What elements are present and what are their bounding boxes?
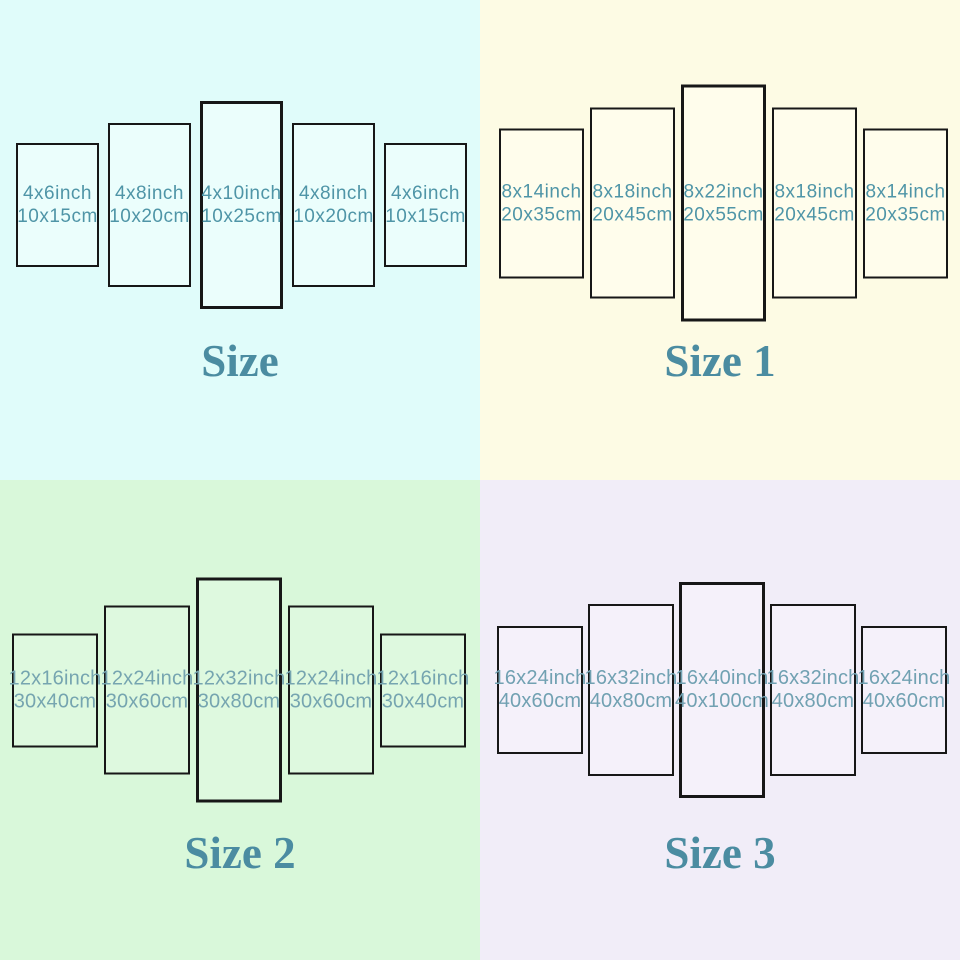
- panel-size-label: 12x24inch 30x60cm: [101, 667, 194, 713]
- panel-row: 4x6inch 10x15cm 4x8inch 10x20cm 4x10inch…: [16, 101, 467, 309]
- cm-size: 30x60cm: [105, 690, 189, 712]
- cm-size: 20x35cm: [501, 204, 582, 225]
- inch-size: 8x22inch: [683, 181, 764, 202]
- panel-size-label: 4x6inch 10x15cm: [385, 182, 466, 228]
- inch-size: 16x32inch: [766, 667, 860, 689]
- quadrant-size: 4x6inch 10x15cm 4x8inch 10x20cm 4x10inch…: [0, 0, 480, 480]
- panel-size-label: 12x24inch 30x60cm: [285, 667, 378, 713]
- size-group-title: Size 1: [664, 336, 776, 386]
- canvas-panel: 8x22inch 20x55cm: [681, 84, 766, 322]
- size-group-title: Size: [201, 336, 279, 386]
- inch-size: 16x40inch: [675, 667, 769, 689]
- panel-size-label: 8x14inch 20x35cm: [501, 180, 582, 226]
- cm-size: 10x20cm: [109, 206, 190, 227]
- canvas-panel: 12x16inch 30x40cm: [9, 633, 101, 747]
- cm-size: 30x60cm: [289, 690, 373, 712]
- inch-size: 16x24inch: [857, 667, 951, 689]
- canvas-panel: 4x6inch 10x15cm: [16, 143, 99, 267]
- cm-size: 40x80cm: [771, 690, 855, 712]
- canvas-panel: 16x32inch 40x80cm: [767, 604, 859, 776]
- inch-size: 12x24inch: [284, 667, 378, 689]
- inch-size: 12x32inch: [192, 667, 286, 689]
- cm-size: 10x15cm: [385, 206, 466, 227]
- panel-size-label: 8x22inch 20x55cm: [683, 180, 764, 226]
- panel-size-label: 16x40inch 40x100cm: [675, 667, 769, 713]
- cm-size: 40x80cm: [589, 690, 673, 712]
- inch-size: 8x14inch: [501, 181, 582, 202]
- canvas-panel: 16x24inch 40x60cm: [494, 626, 586, 754]
- canvas-panel: 8x14inch 20x35cm: [499, 128, 584, 278]
- panel-size-label: 8x14inch 20x35cm: [865, 180, 946, 226]
- canvas-panel: 16x24inch 40x60cm: [858, 626, 950, 754]
- cm-size: 20x45cm: [592, 204, 673, 225]
- canvas-panel: 4x6inch 10x15cm: [384, 143, 467, 267]
- quadrant-size-2: 12x16inch 30x40cm 12x24inch 30x60cm 12x3…: [0, 480, 480, 960]
- panel-row: 8x14inch 20x35cm 8x18inch 20x45cm 8x22in…: [499, 84, 948, 322]
- inch-size: 16x32inch: [584, 667, 678, 689]
- inch-size: 12x16inch: [8, 667, 102, 689]
- canvas-panel: 8x18inch 20x45cm: [590, 107, 675, 299]
- panel-size-label: 8x18inch 20x45cm: [592, 180, 673, 226]
- panel-size-label: 16x24inch 40x60cm: [858, 667, 951, 713]
- inch-size: 8x18inch: [774, 181, 855, 202]
- panel-size-label: 4x10inch 10x25cm: [201, 182, 282, 228]
- cm-size: 20x45cm: [774, 204, 855, 225]
- panel-size-label: 16x24inch 40x60cm: [494, 667, 587, 713]
- cm-size: 10x20cm: [293, 206, 374, 227]
- cm-size: 30x40cm: [381, 690, 465, 712]
- inch-size: 16x24inch: [493, 667, 587, 689]
- size-group-title: Size 2: [184, 828, 296, 878]
- cm-size: 40x60cm: [862, 690, 946, 712]
- canvas-panel: 12x24inch 30x60cm: [101, 605, 193, 775]
- panel-size-label: 4x6inch 10x15cm: [17, 182, 98, 228]
- cm-size: 40x60cm: [498, 690, 582, 712]
- panel-size-label: 12x32inch 30x80cm: [193, 667, 286, 713]
- inch-size: 4x8inch: [114, 183, 184, 204]
- cm-size: 30x80cm: [197, 690, 281, 712]
- panel-size-label: 4x8inch 10x20cm: [109, 182, 190, 228]
- canvas-panel: 8x14inch 20x35cm: [863, 128, 948, 278]
- canvas-panel: 12x32inch 30x80cm: [193, 577, 285, 803]
- cm-size: 20x35cm: [865, 204, 946, 225]
- cm-size: 10x25cm: [201, 206, 282, 227]
- panel-row: 12x16inch 30x40cm 12x24inch 30x60cm 12x3…: [9, 577, 469, 803]
- canvas-panel: 8x18inch 20x45cm: [772, 107, 857, 299]
- inch-size: 4x8inch: [298, 183, 368, 204]
- inch-size: 12x24inch: [100, 667, 194, 689]
- inch-size: 4x6inch: [22, 183, 92, 204]
- canvas-panel: 4x10inch 10x25cm: [200, 101, 283, 309]
- quadrant-size-1: 8x14inch 20x35cm 8x18inch 20x45cm 8x22in…: [480, 0, 960, 480]
- panel-size-label: 12x16inch 30x40cm: [377, 667, 470, 713]
- cm-size: 10x15cm: [17, 206, 98, 227]
- canvas-panel: 4x8inch 10x20cm: [292, 123, 375, 287]
- inch-size: 4x6inch: [390, 183, 460, 204]
- cm-size: 40x100cm: [675, 690, 769, 712]
- canvas-panel: 16x40inch 40x100cm: [675, 582, 769, 798]
- size-group-title: Size 3: [664, 828, 776, 878]
- panel-row: 16x24inch 40x60cm 16x32inch 40x80cm 16x4…: [494, 582, 950, 798]
- panel-size-label: 16x32inch 40x80cm: [767, 667, 860, 713]
- panel-size-label: 16x32inch 40x80cm: [585, 667, 678, 713]
- quadrant-size-3: 16x24inch 40x60cm 16x32inch 40x80cm 16x4…: [480, 480, 960, 960]
- cm-size: 20x55cm: [683, 204, 764, 225]
- panel-size-label: 12x16inch 30x40cm: [9, 667, 102, 713]
- inch-size: 8x14inch: [865, 181, 946, 202]
- canvas-panel: 16x32inch 40x80cm: [585, 604, 677, 776]
- inch-size: 4x10inch: [201, 183, 282, 204]
- canvas-panel: 4x8inch 10x20cm: [108, 123, 191, 287]
- panel-size-label: 8x18inch 20x45cm: [774, 180, 855, 226]
- cm-size: 30x40cm: [13, 690, 97, 712]
- canvas-panel: 12x24inch 30x60cm: [285, 605, 377, 775]
- panel-size-label: 4x8inch 10x20cm: [293, 182, 374, 228]
- canvas-panel: 12x16inch 30x40cm: [377, 633, 469, 747]
- inch-size: 8x18inch: [592, 181, 673, 202]
- inch-size: 12x16inch: [376, 667, 470, 689]
